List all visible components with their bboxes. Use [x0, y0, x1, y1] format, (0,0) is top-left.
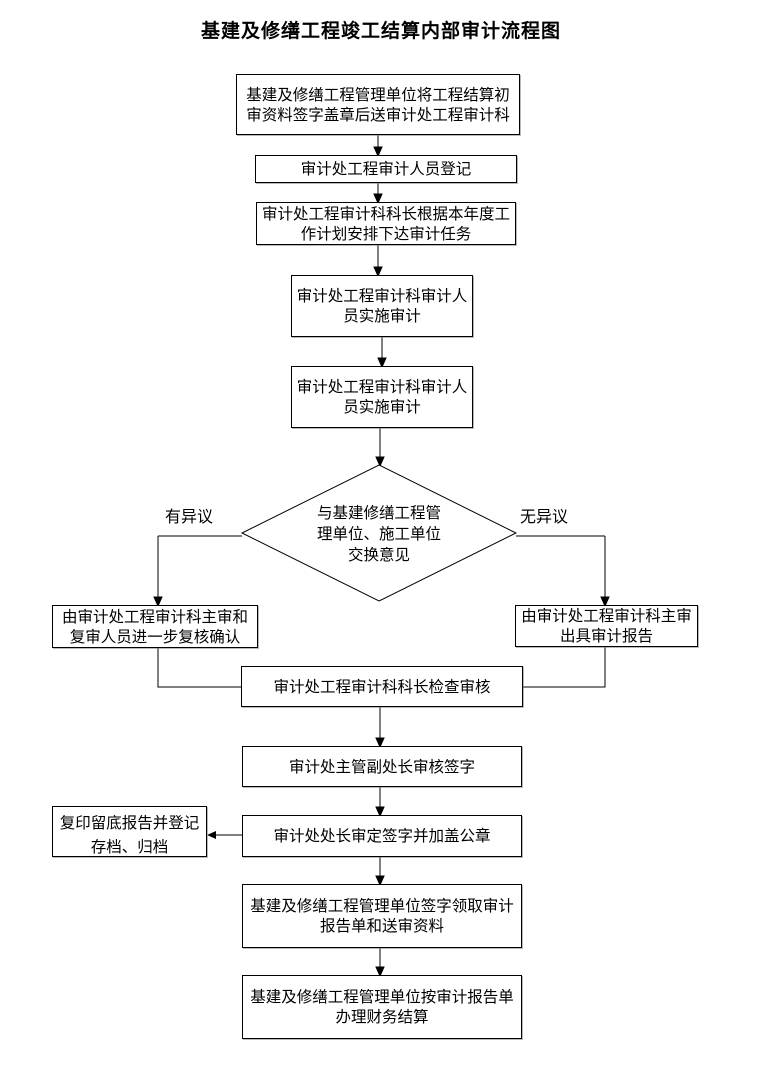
arrow-audit1-to-audit2 [377, 337, 387, 369]
node-audit1: 审计处工程审计科审计人员实施审计 [291, 275, 473, 337]
arrow-director-to-archive [207, 831, 242, 839]
node-audit2: 审计处工程审计科审计人员实施审计 [291, 366, 473, 428]
right-merge-connector [523, 647, 606, 688]
node-decision-label: 与基建修缮工程管理单位、施工单位交换意见 [316, 503, 441, 564]
right-branch-arrow [600, 536, 610, 608]
node-deputy-director-sign: 审计处主管副处长审核签字 [242, 746, 522, 787]
arrow-review-to-deputy [375, 707, 385, 749]
node-assign: 审计处工程审计科科长根据本年度工作计划安排下达审计任务 [256, 202, 516, 245]
arrow-deputy-to-director [375, 787, 385, 818]
node-receive: 基建及修缮工程管理单位签字领取审计报告单和送审资料 [242, 884, 522, 948]
arrow-assign-to-audit1 [373, 245, 383, 278]
decision-diamond [240, 464, 518, 602]
node-register: 审计处工程审计人员登记 [255, 155, 517, 183]
node-settle: 基建及修缮工程管理单位按审计报告单办理财务结算 [242, 975, 522, 1039]
left-merge-connector [157, 648, 241, 688]
arrow-audit2-to-decision [375, 428, 385, 468]
arrow-director-to-receive [375, 857, 385, 887]
arrow-receive-to-settle [375, 948, 385, 978]
node-section-chief-review: 审计处工程审计科科长检查审核 [241, 666, 523, 707]
page-title: 基建及修缮工程竣工结算内部审计流程图 [200, 20, 561, 42]
left-branch-arrow [153, 536, 163, 608]
node-report: 由审计处工程审计科主审出具审计报告 [515, 605, 698, 647]
node-recheck: 由审计处工程审计科主审和复审人员进一步复核确认 [52, 605, 258, 648]
node-archive: 复印留底报告并登记存档、归档 [52, 806, 207, 857]
arrow-submit-to-register [373, 135, 383, 158]
branch-label-disagree: 有异议 [164, 507, 215, 526]
node-director-sign: 审计处处长审定签字并加盖公章 [242, 815, 522, 857]
arrow-register-to-assign [373, 183, 383, 205]
branch-label-agree: 无异议 [519, 507, 570, 526]
node-submit: 基建及修缮工程管理单位将工程结算初审资料签字盖章后送审计处工程审计科 [236, 74, 520, 135]
